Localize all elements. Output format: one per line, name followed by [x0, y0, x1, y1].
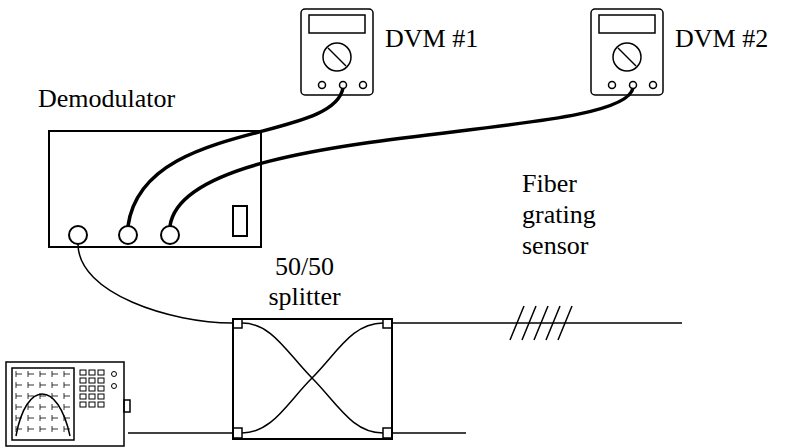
node-label: 50/50 splitter — [245, 252, 365, 312]
fiber-splitter: 50/50 splitter — [232, 318, 393, 440]
demodulator-box: Demodulator — [48, 130, 262, 248]
optical-fiber — [128, 323, 682, 433]
sensor-label: Fiber grating sensor — [522, 168, 632, 262]
grating-marks — [510, 306, 572, 340]
node-label: DVM #2 — [675, 24, 768, 54]
multimeter-icon — [590, 8, 664, 96]
node-label: DVM #1 — [385, 24, 478, 54]
optical-fiber — [78, 244, 232, 323]
coupler-icon — [232, 318, 393, 440]
voltmeter: DVM #2 — [590, 8, 664, 96]
spectrum-analyzer — [6, 362, 130, 446]
voltmeter: DVM #1 — [300, 8, 374, 96]
node-label: Demodulator — [38, 84, 175, 114]
demodulator-jacks — [69, 206, 247, 244]
multimeter-icon — [300, 8, 374, 96]
